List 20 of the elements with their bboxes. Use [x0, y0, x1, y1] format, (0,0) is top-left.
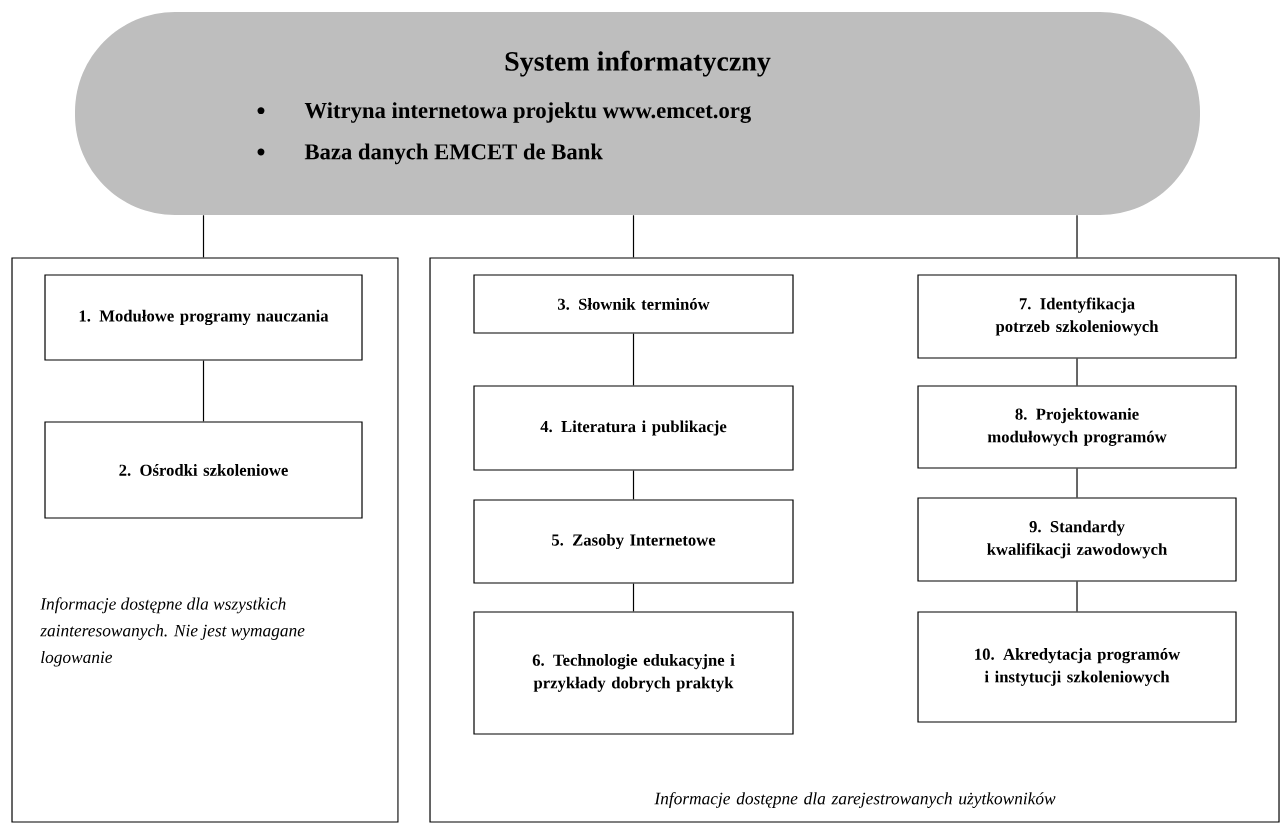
topic-box: 1. Modułowe programy nauczania: [44, 274, 363, 361]
connector-line: [632, 333, 635, 386]
topic-box: 2. Ośrodki szkoleniowe: [44, 421, 363, 519]
connector-line: [632, 583, 635, 612]
connector-line: [1076, 581, 1078, 612]
connector-line: [632, 214, 635, 258]
topic-box: 3. Słownik terminów: [473, 274, 794, 334]
topic-box: 7. Identyfikacja potrzeb szkoleniowych: [917, 274, 1237, 359]
connector-line: [632, 470, 635, 500]
topic-box: 6. Technologie edukacyjne i przykłady dobrych praktyk: [473, 611, 794, 735]
connector-line: [202, 360, 205, 422]
topic-box: 4. Literatura i publikacje: [473, 385, 794, 471]
topic-box: 8. Projektowanie modułowych programów: [917, 385, 1237, 469]
connector-line: [1076, 214, 1078, 258]
topic-box: 10. Akredytacja programów i instytucji szkoleniowych: [917, 611, 1237, 723]
topic-box: 9. Standardy kwalifikacji zawodowych: [917, 497, 1237, 582]
topic-box: 5. Zasoby Internetowe: [473, 499, 794, 584]
connector-line: [1076, 468, 1078, 498]
connector-line: [202, 214, 205, 258]
connector-line: [1076, 358, 1078, 386]
